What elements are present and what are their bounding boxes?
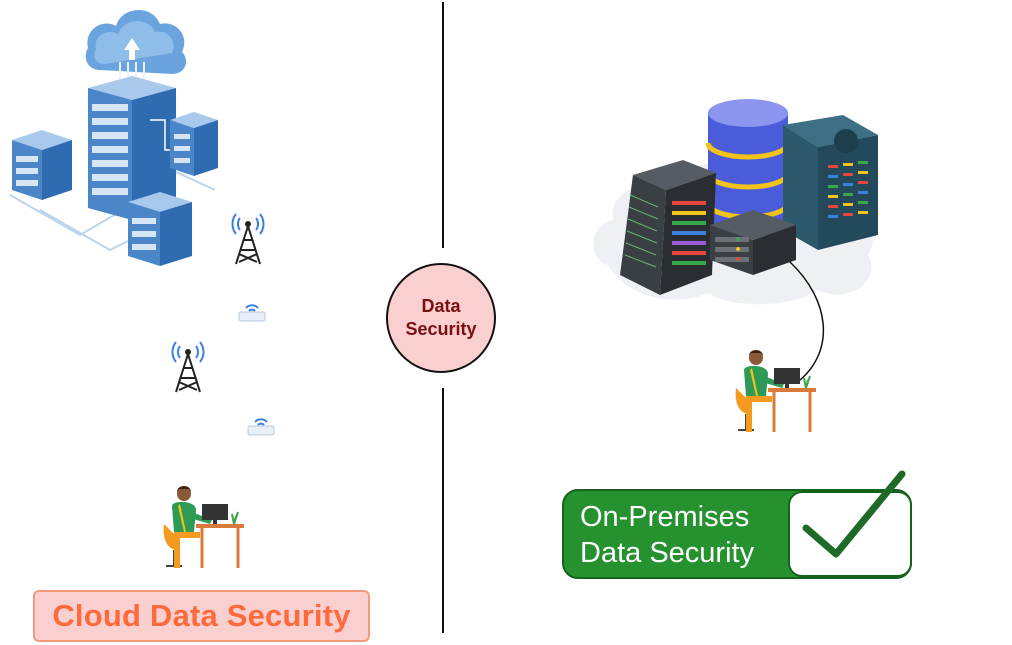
center-label-line1: Data [421, 296, 461, 316]
person-at-desk-icon [160, 480, 246, 572]
onprem-label-line1: On-Premises [580, 501, 750, 533]
cell-tower-icon [230, 210, 266, 266]
wifi-router-icon [237, 298, 267, 324]
center-label-line2: Security [405, 319, 477, 339]
cloud-server-cluster-icon [0, 0, 240, 290]
onprem-label-line2: Data Security [580, 537, 755, 569]
cell-tower-icon [170, 338, 206, 394]
person-at-desk-icon [732, 344, 818, 436]
cloud-label-text: Cloud Data Security [52, 598, 351, 633]
cloud-data-security-label: Cloud Data Security [33, 590, 370, 642]
center-label: Data Security [396, 295, 486, 341]
network-cable [780, 260, 840, 390]
on-premises-servers-icon [588, 95, 888, 310]
checkmark-icon [798, 468, 910, 564]
center-data-security-badge: Data Security [386, 263, 496, 373]
wifi-router-icon [246, 412, 276, 438]
onprem-label-text: On-Premises Data Security [580, 499, 754, 571]
